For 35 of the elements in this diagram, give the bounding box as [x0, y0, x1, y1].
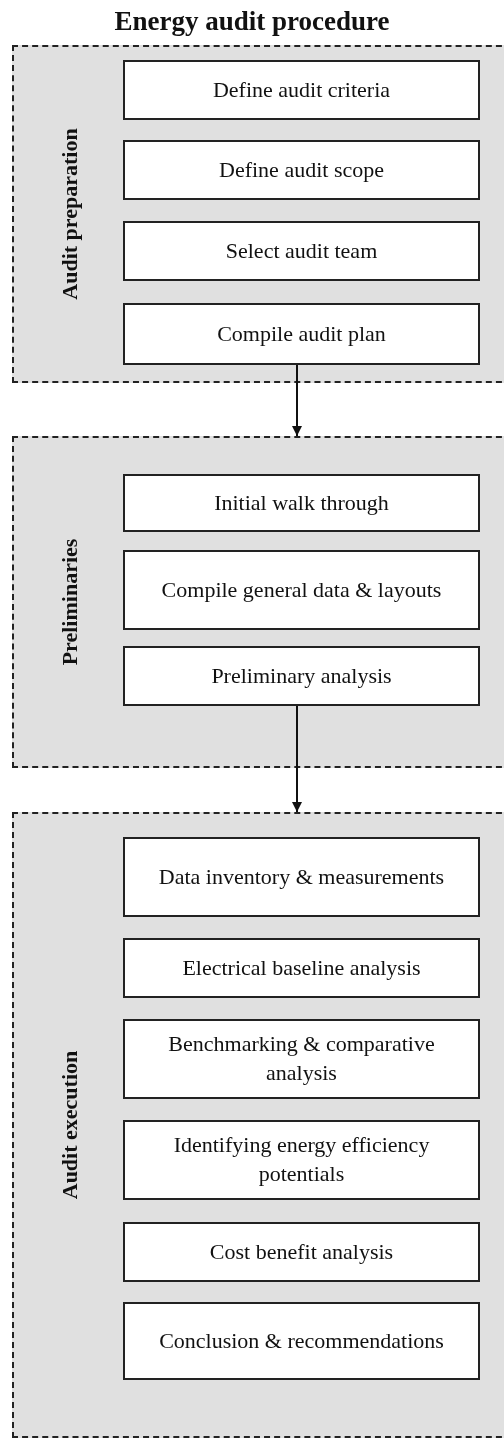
- process-box: [123, 646, 480, 706]
- phase-label: Audit execution: [57, 1050, 83, 1200]
- step-label: Benchmarking & comparative analysis: [167, 1030, 436, 1087]
- arrow: [292, 705, 302, 813]
- process-box: [123, 140, 480, 200]
- diagram-title: Energy audit procedure: [113, 6, 391, 37]
- phase-label: Preliminaries: [57, 538, 83, 666]
- step-label: Electrical baseline analysis: [181, 953, 422, 982]
- process-box: [123, 221, 480, 281]
- process-box: [123, 837, 480, 917]
- process-box: [123, 1302, 480, 1380]
- arrow: [292, 364, 302, 437]
- step-label: Preliminary analysis: [210, 661, 393, 690]
- step-label: Identifying energy efficiency potentials: [172, 1131, 431, 1188]
- step-label: Data inventory & measurements: [157, 862, 446, 891]
- step-label: Compile general data & layouts: [160, 575, 443, 604]
- process-box: [123, 474, 480, 532]
- step-label: Select audit team: [224, 236, 379, 265]
- process-box: [123, 1120, 480, 1200]
- process-box: [123, 303, 480, 365]
- step-label: Cost benefit analysis: [208, 1237, 395, 1266]
- process-box: [123, 1019, 480, 1099]
- step-label: Initial walk through: [213, 488, 390, 517]
- process-box: [123, 60, 480, 120]
- process-box: [123, 1222, 480, 1282]
- process-box: [123, 550, 480, 630]
- step-label: Define audit scope: [218, 155, 385, 184]
- phase-panel: [12, 812, 504, 1438]
- phase-panel: [12, 45, 504, 383]
- step-label: Define audit criteria: [211, 75, 392, 104]
- phase-panel: [12, 436, 504, 768]
- step-label: Compile audit plan: [216, 319, 387, 348]
- phase-label: Audit preparation: [57, 128, 83, 300]
- process-box: [123, 938, 480, 998]
- step-label: Conclusion & recommendations: [158, 1326, 445, 1355]
